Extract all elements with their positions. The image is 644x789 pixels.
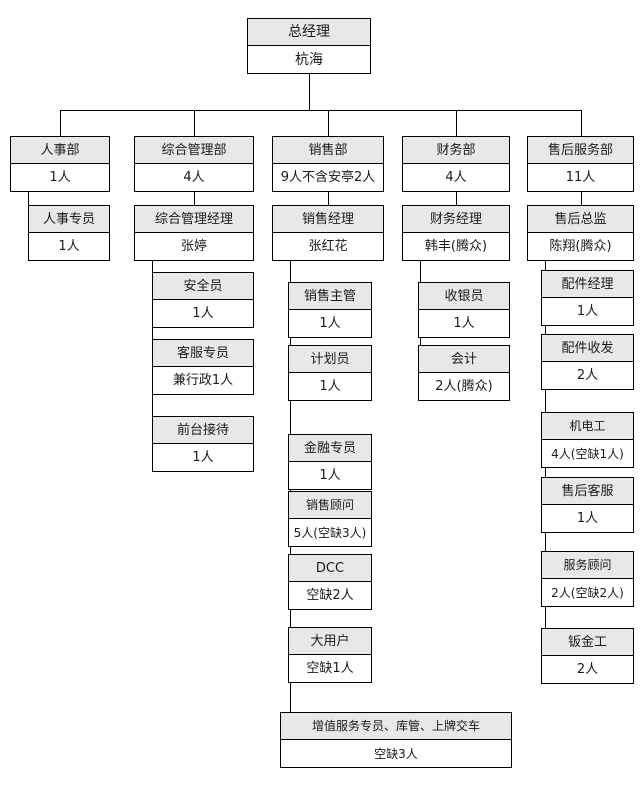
- node-title: 安全员: [153, 273, 253, 300]
- finance-stem: [456, 192, 457, 205]
- node-title: 财务经理: [403, 206, 509, 233]
- department-stem-finance: [456, 110, 457, 136]
- node-value: 1人: [542, 505, 633, 532]
- node-aftersales-child-0[interactable]: 售后总监陈翔(腾众): [527, 205, 634, 261]
- node-value: 4人: [403, 164, 509, 191]
- admin-stem: [194, 192, 195, 205]
- node-value: 陈翔(腾众): [528, 233, 633, 260]
- node-title: 金融专员: [289, 435, 371, 462]
- node-value: 1人: [153, 444, 253, 471]
- node-value: 兼行政1人: [153, 367, 253, 394]
- node-admin-child-0[interactable]: 综合管理经理张婷: [134, 205, 254, 261]
- department-stem-sales: [328, 110, 329, 136]
- department-bus: [60, 110, 581, 111]
- node-value: 1人: [289, 373, 371, 400]
- node-value: 1人: [419, 310, 509, 337]
- node-title: 综合管理经理: [135, 206, 253, 233]
- node-title: 计划员: [289, 346, 371, 373]
- node-value: 空缺1人: [289, 655, 371, 682]
- node-title: 人事专员: [29, 206, 109, 233]
- node-value: 5人(空缺3人): [289, 519, 371, 546]
- sales-stem: [328, 192, 329, 205]
- node-value: 空缺2人: [289, 582, 371, 609]
- department-stem-admin: [194, 110, 195, 136]
- node-value: 1人: [153, 300, 253, 327]
- root-stem: [309, 74, 310, 110]
- node-title: 大用户: [289, 628, 371, 655]
- node-sales-child-7[interactable]: 增值服务专员、库管、上牌交车空缺3人: [280, 712, 512, 768]
- node-sales-child-6[interactable]: 大用户空缺1人: [288, 627, 372, 683]
- node-value: 1人: [289, 310, 371, 337]
- node-title: 服务顾问: [542, 552, 633, 579]
- node-title: 财务部: [403, 137, 509, 164]
- node-title: 客服专员: [153, 340, 253, 367]
- node-title: 销售部: [273, 137, 383, 164]
- node-title: 总经理: [248, 19, 370, 46]
- node-title: 配件收发: [542, 335, 633, 362]
- node-value: 张红花: [273, 233, 383, 260]
- node-value: 2人: [542, 656, 633, 683]
- node-value: 韩丰(腾众): [403, 233, 509, 260]
- node-title: 售后服务部: [528, 137, 633, 164]
- node-value: 4人(空缺1人): [542, 440, 633, 467]
- department-stem-aftersales: [580, 110, 582, 136]
- node-value: 2人(腾众): [419, 373, 509, 400]
- node-value: 2人(空缺2人): [542, 579, 633, 606]
- node-value: 空缺3人: [281, 740, 511, 767]
- node-title: 前台接待: [153, 417, 253, 444]
- node-value: 张婷: [135, 233, 253, 260]
- node-value: 1人: [11, 164, 109, 191]
- node-title: 收银员: [419, 283, 509, 310]
- node-title: 会计: [419, 346, 509, 373]
- node-title: DCC: [289, 555, 371, 582]
- node-title: 销售经理: [273, 206, 383, 233]
- node-value: 杭海: [248, 46, 370, 73]
- aftersales-stem: [580, 192, 582, 205]
- node-title: 增值服务专员、库管、上牌交车: [281, 713, 511, 740]
- node-title: 售后总监: [528, 206, 633, 233]
- node-value: 2人: [542, 362, 633, 389]
- node-value: 1人: [29, 233, 109, 260]
- node-title: 人事部: [11, 137, 109, 164]
- node-title: 销售主管: [289, 283, 371, 310]
- node-title: 钣金工: [542, 629, 633, 656]
- node-value: 9人不含安亭2人: [273, 164, 383, 191]
- node-title: 机电工: [542, 413, 633, 440]
- node-value: 1人: [289, 462, 371, 489]
- node-root[interactable]: 总经理杭海: [247, 18, 371, 74]
- node-sales-child-0[interactable]: 销售经理张红花: [272, 205, 384, 261]
- department-stem-hr: [60, 110, 61, 136]
- node-value: 1人: [542, 298, 633, 325]
- node-title: 销售顾问: [289, 492, 371, 519]
- node-title: 配件经理: [542, 271, 633, 298]
- node-value: 4人: [135, 164, 253, 191]
- node-title: 综合管理部: [135, 137, 253, 164]
- node-finance-child-0[interactable]: 财务经理韩丰(腾众): [402, 205, 510, 261]
- node-value: 11人: [528, 164, 633, 191]
- node-admin-child-2[interactable]: 客服专员兼行政1人: [152, 339, 254, 395]
- node-title: 售后客服: [542, 478, 633, 505]
